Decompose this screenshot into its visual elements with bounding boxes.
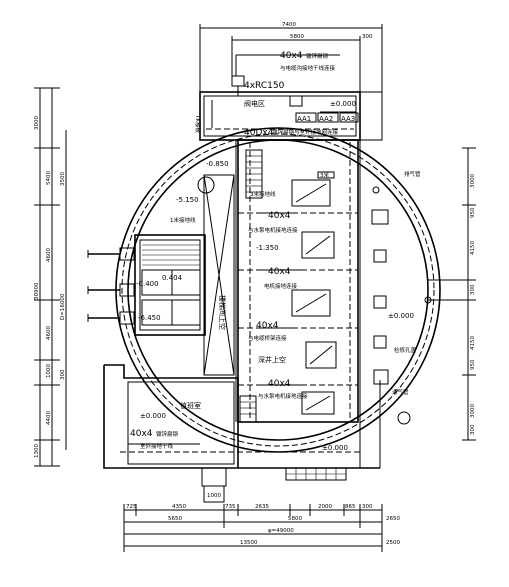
dim-left-1: 3000 — [34, 116, 40, 130]
cable-top-2-note: 与电缆沟接地干线连接 — [280, 64, 336, 72]
level-e: -6.450 — [138, 314, 161, 322]
stair-label: 楼梯间上空 — [218, 295, 227, 330]
dim-bottom-diameter: φ=49000 — [268, 528, 294, 534]
dim-right-6: 950 — [470, 359, 476, 370]
dim-top-inner: 5800 — [290, 34, 304, 40]
grd-1-small: 3米接地线 — [250, 190, 276, 198]
dim-right-4: 3000 — [470, 404, 476, 418]
panel-aa3: AA3 — [341, 115, 355, 123]
grd-1: 40x4 — [268, 211, 291, 221]
cable-top-1-note: 镀锌扁钢 — [306, 52, 329, 60]
grounding-leaders — [128, 54, 340, 445]
dimensions-top: 7400 5800 300 — [199, 22, 383, 92]
dim-left-3: 4600 — [46, 248, 52, 262]
right-label-3: 通气管 — [392, 388, 409, 396]
level-right-2: ±0.000 — [322, 444, 348, 452]
small-tag: 3米 — [320, 171, 329, 179]
dim-bottom-a: 725 — [126, 504, 137, 510]
grd-2-level: -1.350 — [256, 244, 279, 252]
dim-bottom-i: 5800 — [288, 516, 302, 522]
grd-2: 40x4 — [268, 267, 291, 277]
right-label-2: 检修孔盖 — [394, 346, 417, 354]
dim-right-1: 3000 — [470, 174, 476, 188]
dim-top-right: 300 — [362, 34, 373, 40]
cable-top-1: 40x4 — [280, 51, 303, 61]
dim-bottom-b: 4350 — [172, 504, 186, 510]
pump-units — [291, 171, 337, 415]
level-top: ±0.000 — [330, 100, 356, 108]
pump-unit — [291, 289, 331, 317]
dim-bottom-f: 865 — [345, 504, 356, 510]
dim-right-3: 4150 — [470, 336, 476, 350]
level-a: -0.850 — [206, 160, 229, 168]
dim-gate: 1000 — [207, 493, 221, 499]
level-d: 0.404 — [162, 274, 183, 282]
dimensions-right: 3000 4150 4150 3000 950 950 300 300 — [462, 147, 476, 441]
dim-left-9: 1300 — [34, 444, 40, 458]
panel-aa2: AA2 — [319, 115, 333, 123]
pump-unit — [301, 231, 335, 259]
dim-left-diameter: D=16000 — [60, 293, 66, 320]
duty-note-2: 室外接地干线 — [140, 442, 174, 450]
dim-left-2: 5400 — [46, 171, 52, 185]
annotations: 40x4 镀锌扁钢 与电缆沟接地干线连接 4xRC150 阀电区 ±0.000 … — [130, 51, 421, 452]
dim-left-4: 1000 — [46, 364, 52, 378]
dimensions-bottom: 725 4350 735 2635 2000 865 300 5650 5800… — [123, 493, 400, 552]
duty-room-name: 值班室 — [180, 401, 201, 410]
stairwell — [197, 174, 235, 376]
dim-left-8: 300 — [60, 369, 66, 380]
dim-bottom-h: 5650 — [168, 516, 182, 522]
dim-bottom-g: 300 — [362, 504, 373, 510]
dim-right-5: 950 — [470, 207, 476, 218]
grd-4-note: 与水泵电机接地连接 — [258, 392, 308, 400]
grd-4: 40x4 — [268, 379, 291, 389]
outlet-openings — [371, 186, 470, 425]
duty-cable: 40x4 — [130, 429, 153, 439]
level-right-1: ±0.000 — [388, 312, 414, 320]
grd-3-note: 与电缆桥架连接 — [248, 334, 287, 342]
dim-left-5: 3500 — [60, 172, 66, 186]
dim-bottom-j: 2650 — [386, 516, 400, 522]
level-c: -0.400 — [136, 280, 159, 288]
pump-unit — [291, 179, 331, 207]
dim-top-overall: 7400 — [282, 22, 296, 28]
grd-1-note: 与水泵电机接地连接 — [248, 226, 298, 234]
pump-unit — [301, 391, 335, 415]
panel-aa1: AA1 — [297, 115, 311, 123]
inlet-structure — [87, 234, 206, 336]
grd-2-note: 电机接地连接 — [264, 282, 298, 290]
dim-right-2: 4150 — [470, 241, 476, 255]
well-label: 深井上空 — [258, 355, 286, 364]
dim-bottom-c: 735 — [225, 504, 236, 510]
level-note-b: 1米接地线 — [170, 216, 196, 224]
stairs — [239, 149, 263, 423]
right-label-1: 排气管 — [404, 170, 421, 178]
cable-hatch: 4xRC150 — [244, 81, 285, 91]
dim-left-7: 4400 — [46, 411, 52, 425]
cable-room-note: 镀锌扁钢与室外接地网连接 — [272, 128, 339, 136]
dim-left-total: 30900 — [34, 282, 40, 300]
pump-unit — [305, 341, 337, 369]
dim-bottom-total: 13500 — [240, 540, 258, 546]
dimensions-left: 3000 5400 4600 1000 3500 4600 4400 300 1… — [34, 87, 67, 467]
cable-room: 40Dx4 — [244, 128, 274, 138]
room-name: 阀电区 — [244, 99, 265, 108]
dim-bottom-e: 2000 — [318, 504, 332, 510]
dim-right-8: 300 — [470, 424, 476, 435]
level-b: -5.150 — [176, 196, 199, 204]
floor-plate: TK楼板 — [194, 114, 202, 133]
dim-left-6: 4600 — [46, 326, 52, 340]
shaft-circles — [115, 127, 441, 453]
pump-gallery — [235, 139, 361, 423]
dim-right-7: 300 — [470, 284, 476, 295]
duty-level: ±0.000 — [140, 412, 166, 420]
duty-room — [103, 364, 381, 503]
dim-bottom-d: 2635 — [255, 504, 269, 510]
duty-note-1: 镀锌扁钢 — [156, 430, 179, 438]
grd-3: 40x4 — [256, 321, 279, 331]
dim-bottom-right: 2500 — [386, 540, 400, 546]
